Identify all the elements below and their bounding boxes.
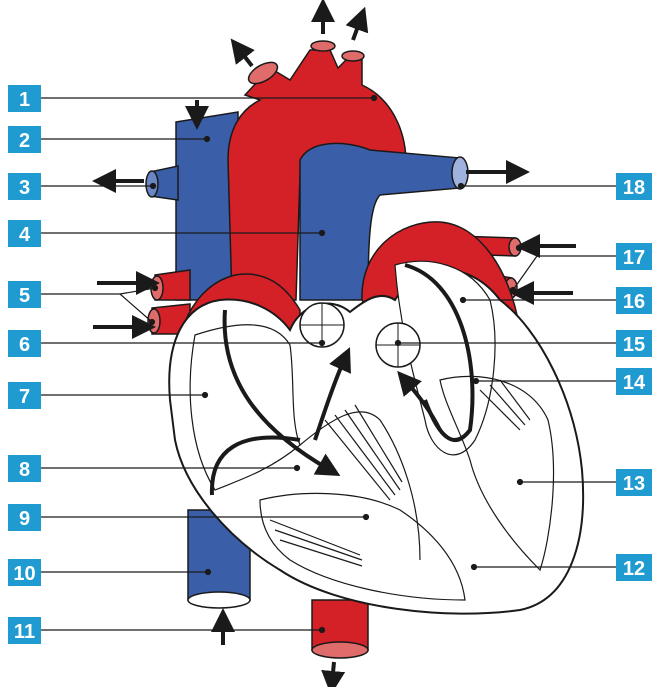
label-6-box: 6 (8, 330, 41, 357)
label-1: 1 (19, 89, 30, 111)
label-18-box: 18 (616, 173, 652, 200)
label-12-box: 12 (616, 554, 652, 581)
label-13: 13 (623, 473, 645, 495)
label-5-box: 5 (8, 281, 41, 308)
label-8-box: 8 (8, 455, 41, 482)
label-14: 14 (623, 372, 646, 394)
label-9-box: 9 (8, 504, 41, 531)
label-14-box: 14 (616, 368, 652, 395)
label-10: 10 (13, 563, 35, 585)
label-18: 18 (623, 177, 645, 199)
label-16-box: 16 (616, 287, 652, 314)
right-pulmonary-vessel (146, 166, 178, 200)
label-7-box: 7 (8, 382, 41, 409)
label-4: 4 (19, 224, 31, 246)
label-6: 6 (19, 334, 30, 356)
label-2-box: 2 (8, 126, 41, 153)
label-3: 3 (19, 177, 30, 199)
label-15-box: 15 (616, 330, 652, 357)
label-5: 5 (19, 285, 30, 307)
label-11: 11 (14, 621, 35, 643)
label-10-box: 10 (8, 559, 41, 586)
label-13-box: 13 (616, 469, 652, 496)
label-11-box: 11 (8, 617, 41, 644)
label-15: 15 (623, 334, 645, 356)
label-8: 8 (19, 459, 30, 481)
label-16: 16 (623, 291, 645, 313)
label-12: 12 (623, 558, 645, 580)
label-7: 7 (19, 386, 30, 408)
label-3-box: 3 (8, 173, 41, 200)
label-9: 9 (19, 508, 30, 530)
label-17: 17 (623, 247, 645, 269)
label-1-box: 1 (8, 85, 41, 112)
label-17-box: 17 (616, 243, 652, 270)
label-2: 2 (19, 130, 30, 152)
label-4-box: 4 (8, 220, 41, 247)
